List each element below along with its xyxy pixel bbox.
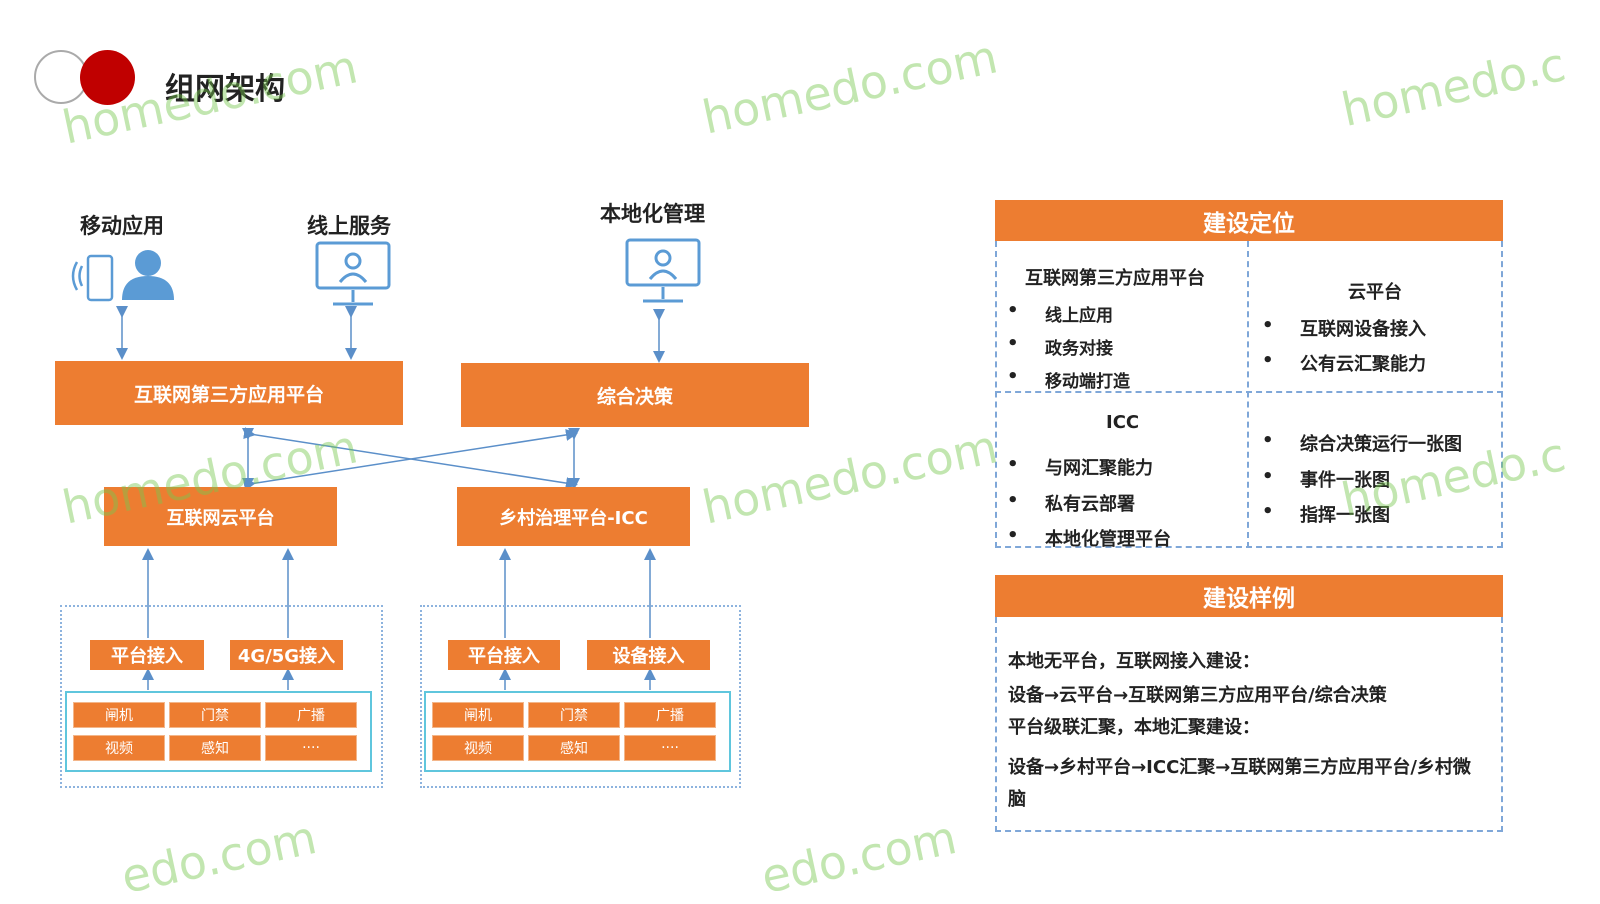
device-broadcast: 广播 [265,702,357,728]
example-line: 设备→乡村平台→ICC汇聚→互联网第三方应用平台/乡村微脑 [1008,757,1471,810]
left-device-frame [65,691,372,772]
device-gate: 闸机 [73,702,165,728]
device-video: 视频 [432,735,524,761]
page-title: 组网架构 [165,72,285,107]
q4-item: 指挥一张图 [1300,505,1390,526]
device-video: 视频 [73,735,165,761]
access-platform-left: 平台接入 [90,640,204,670]
positioning-frame [995,241,1503,548]
q4-item: 事件一张图 [1300,470,1390,491]
box-village-icc: 乡村治理平台-ICC [457,487,690,546]
title-circle-white [34,50,88,104]
phone-icon [71,254,114,302]
q1-title: 互联网第三方应用平台 [1025,268,1205,289]
q3-item: 与网汇聚能力 [1045,458,1153,479]
q2-item: 公有云汇聚能力 [1300,354,1426,375]
label-mobile-app: 移动应用 [80,214,164,238]
bullet: • [1007,300,1019,321]
q3-item: 私有云部署 [1045,494,1135,515]
q1-item: 政务对接 [1045,339,1113,359]
label-local-management: 本地化管理 [600,202,705,226]
label-online-service: 线上服务 [307,214,391,238]
q4-item: 综合决策运行一张图 [1300,434,1462,455]
example-line: 本地无平台，互联网接入建设： [1008,651,1260,672]
device-more: ···· [624,735,716,761]
bullet: • [1262,430,1274,451]
device-access-control: 门禁 [169,702,261,728]
divider-vertical [1247,241,1249,548]
title-circle-red [80,50,135,105]
access-platform-right: 平台接入 [448,640,560,670]
device-more: ···· [265,735,357,761]
positioning-header: 建设定位 [995,200,1503,241]
examples-header: 建设样例 [995,575,1503,617]
q1-item: 移动端打造 [1045,372,1130,392]
device-broadcast: 广播 [624,702,716,728]
device-gate: 闸机 [432,702,524,728]
bullet: • [1262,501,1274,522]
bullet: • [1007,454,1019,475]
monitor-icon-online [315,241,391,306]
q2-item: 互联网设备接入 [1300,319,1426,340]
q3-title: ICC [1106,412,1140,433]
monitor-icon-local [625,238,701,303]
q1-item: 线上应用 [1045,306,1113,326]
device-access-control: 门禁 [528,702,620,728]
left-group-frame [60,605,383,788]
examples-frame [995,617,1503,832]
bullet: • [1262,466,1274,487]
right-group-frame [420,605,741,788]
box-cloud-platform: 互联网云平台 [104,487,337,546]
q3-item: 本地化管理平台 [1045,529,1171,550]
divider-horizontal [995,391,1503,393]
device-sensor: 感知 [169,735,261,761]
bullet: • [1007,525,1019,546]
bullet: • [1007,490,1019,511]
example-line: 平台级联汇聚，本地汇聚建设： [1008,717,1260,738]
right-device-frame [424,691,731,772]
q2-title: 云平台 [1348,282,1402,303]
box-third-party-platform: 互联网第三方应用平台 [55,361,403,425]
device-sensor: 感知 [528,735,620,761]
bullet: • [1007,366,1019,387]
bullet: • [1262,350,1274,371]
access-device: 设备接入 [587,640,710,670]
bullet: • [1007,333,1019,354]
person-icon [122,250,174,300]
example-line: 设备→云平台→互联网第三方应用平台/综合决策 [1008,685,1387,706]
box-decision: 综合决策 [461,363,809,427]
bullet: • [1262,315,1274,336]
access-4g5g: 4G/5G接入 [230,640,343,670]
